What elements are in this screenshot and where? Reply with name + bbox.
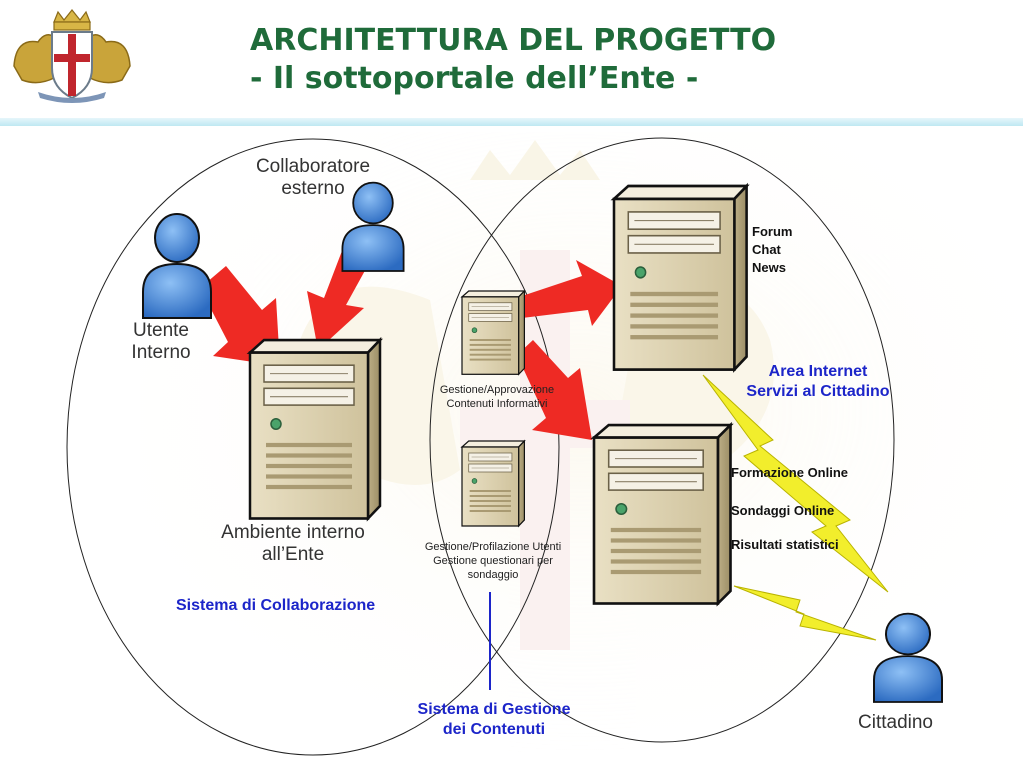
label-approvazione-line-1: Gestione/Approvazione: [439, 384, 555, 396]
label-collaboratore-line-2: esterno: [281, 178, 345, 199]
lightning-cittadino-to-server: [733, 585, 877, 641]
label-formazione-services: Formazione Online Sondaggi Online Risult…: [731, 454, 848, 564]
lightning-cittadino-to-formazione: [702, 374, 889, 593]
label-area-internet-line-2: Servizi al Cittadino: [746, 383, 890, 400]
label-cittadino: Cittadino: [858, 712, 933, 733]
label-collaboratore-line-1: Collaboratore: [255, 156, 371, 177]
arrow-approvazione-to-forum: [510, 260, 622, 326]
label-gestione-profilazione: Gestione/Profilazione Utenti Gestione qu…: [402, 540, 584, 582]
label-profilazione-line-3: sondaggio: [467, 569, 519, 581]
server-forum-chat-news: [612, 184, 748, 371]
content-management-boundary: [429, 137, 895, 743]
label-news: News: [752, 260, 786, 275]
label-sistema-gestione-contenuti: Sistema di Gestione dei Contenuti: [392, 700, 596, 740]
label-sistema-collaborazione: Sistema di Collaborazione: [176, 597, 376, 614]
label-profilazione-line-1: Gestione/Profilazione Utenti: [424, 541, 562, 553]
label-ambiente-interno: Ambiente interno all’Ente: [200, 522, 386, 566]
label-formazione-online: Formazione Online: [731, 465, 849, 480]
slide-title-line-2: - Il sottoportale dell’Ente -: [250, 61, 699, 96]
label-forum: Forum: [752, 224, 793, 239]
label-sondaggi-online: Sondaggi Online: [731, 503, 835, 518]
label-collaboratore-esterno: Collaboratore esterno: [242, 156, 384, 200]
coat-of-arms-logo: [8, 8, 136, 104]
label-gestione-contenuti-line-2: dei Contenuti: [442, 721, 546, 738]
label-profilazione-line-2: Gestione questionari per: [433, 555, 553, 567]
label-risultati-statistici: Risultati statistici: [731, 537, 839, 552]
label-area-internet-line-1: Area Internet: [768, 363, 868, 380]
label-forum-services: Forum Chat News: [752, 223, 792, 277]
server-formazione-sondaggi: [592, 423, 732, 605]
slide-title-line-1: ARCHITETTURA DEL PROGETTO: [250, 23, 777, 58]
header-divider-band: [0, 118, 1023, 126]
label-gestione-contenuti-line-1: Sistema di Gestione: [417, 701, 571, 718]
label-chat: Chat: [752, 242, 781, 257]
arrow-approvazione-to-formazione: [517, 340, 592, 440]
label-utente-line-1: Utente: [133, 320, 189, 341]
collaboration-system-boundary: [66, 138, 560, 756]
label-gestione-approvazione: Gestione/Approvazione Contenuti Informat…: [417, 383, 577, 411]
label-area-internet: Area Internet Servizi al Cittadino: [718, 362, 918, 402]
server-gestione-approvazione: [461, 290, 526, 375]
server-ambiente-interno: [248, 338, 382, 520]
label-ambiente-line-1: Ambiente interno: [221, 522, 365, 543]
server-gestione-profilazione: [461, 440, 526, 527]
label-approvazione-line-2: Contenuti Informativi: [446, 398, 548, 410]
label-utente-interno: Utente Interno: [118, 320, 204, 364]
label-utente-line-2: Interno: [131, 342, 191, 363]
arrow-utente-to-ambiente: [200, 266, 280, 366]
label-ambiente-line-2: all’Ente: [261, 544, 325, 565]
slide-title: ARCHITETTURA DEL PROGETTO - Il sottoport…: [250, 22, 776, 98]
